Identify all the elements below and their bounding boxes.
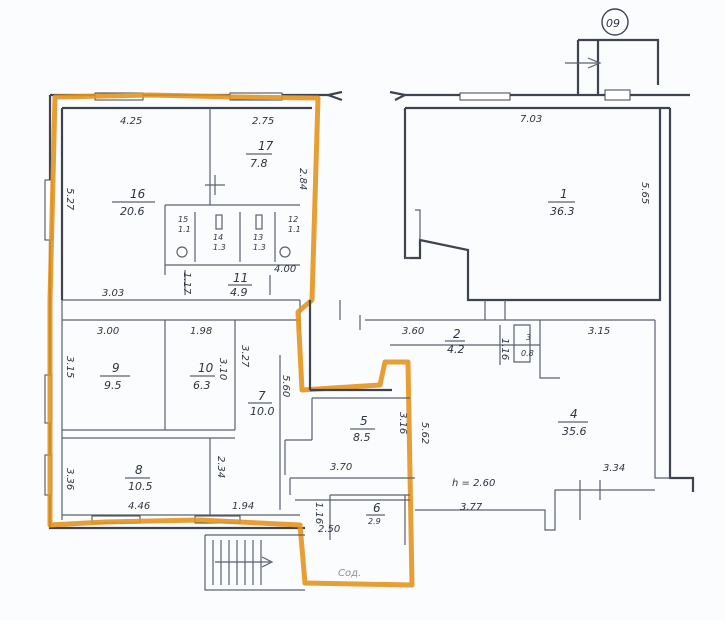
- svg-text:9.5: 9.5: [104, 379, 122, 392]
- dim-3-77: 3.77: [460, 502, 483, 513]
- svg-text:1: 1: [560, 187, 568, 201]
- room-3[interactable]: 3 0.8: [521, 333, 534, 358]
- svg-text:4.2: 4.2: [447, 343, 465, 356]
- svg-text:2.9: 2.9: [368, 517, 381, 526]
- room-10[interactable]: 10 6.3: [190, 361, 215, 392]
- svg-text:15: 15: [178, 215, 188, 224]
- dim-3-60: 3.60: [402, 326, 424, 337]
- stamp-text: Сод.: [338, 568, 361, 579]
- svg-text:1.3: 1.3: [213, 243, 226, 252]
- dim-3-00: 3.00: [97, 326, 119, 337]
- svg-text:1.3: 1.3: [253, 243, 266, 252]
- svg-text:6.3: 6.3: [193, 379, 211, 392]
- svg-text:1.1: 1.1: [178, 225, 191, 234]
- dim-1-98: 1.98: [190, 326, 212, 337]
- dim-3-10: 3.10: [217, 358, 228, 380]
- svg-text:1.1: 1.1: [288, 225, 301, 234]
- dim-5-60: 5.60: [280, 375, 291, 397]
- svg-text:4.9: 4.9: [230, 286, 248, 299]
- dim-1-17: 1.17: [181, 272, 192, 295]
- svg-text:7.8: 7.8: [250, 157, 268, 170]
- room-5[interactable]: 5 8.5: [350, 414, 375, 444]
- room-4[interactable]: 4 35.6: [558, 407, 588, 438]
- room-15[interactable]: 15 1.1: [178, 215, 191, 234]
- dim-3-34: 3.34: [603, 463, 625, 474]
- room-9[interactable]: 9 9.5: [100, 361, 130, 392]
- room-8[interactable]: 8 10.5: [125, 463, 153, 493]
- svg-text:10.5: 10.5: [128, 480, 153, 493]
- highlight-outline: [47, 92, 415, 588]
- svg-text:7: 7: [258, 389, 266, 403]
- dim-5-65: 5.65: [639, 182, 650, 204]
- sheet-number-marker: 09: [601, 8, 629, 36]
- room-17[interactable]: 17 7.8: [246, 139, 274, 170]
- svg-text:9: 9: [112, 361, 120, 375]
- room-2[interactable]: 2 4.2: [445, 327, 465, 356]
- dim-3-36: 3.36: [64, 468, 75, 490]
- svg-text:14: 14: [213, 233, 223, 242]
- svg-text:10: 10: [198, 361, 214, 375]
- svg-text:4: 4: [570, 407, 578, 421]
- svg-text:3: 3: [526, 333, 531, 342]
- dim-7-03: 7.03: [520, 114, 542, 125]
- svg-text:8: 8: [135, 463, 143, 477]
- dim-5-27: 5.27: [64, 188, 75, 211]
- svg-text:0.8: 0.8: [521, 349, 534, 358]
- dim-2-84: 2.84: [297, 168, 308, 190]
- dim-3-16: 3.16: [397, 412, 408, 434]
- svg-text:11: 11: [233, 271, 248, 285]
- ceiling-height: h = 2.60: [452, 478, 495, 489]
- svg-text:5: 5: [360, 414, 368, 428]
- room-7[interactable]: 7 10.0: [248, 389, 275, 418]
- svg-text:20.6: 20.6: [120, 205, 145, 218]
- dim-5-62: 5.62: [419, 422, 430, 444]
- right-building-walls: [204, 38, 695, 591]
- room-12[interactable]: 12 1.1: [288, 215, 301, 234]
- room-16[interactable]: 16 20.6: [112, 187, 155, 218]
- dim-2-75: 2.75: [252, 116, 274, 127]
- sheet-number: 09: [606, 17, 620, 30]
- dim-1-16-b: 1.16: [313, 502, 324, 524]
- svg-text:10.0: 10.0: [250, 405, 275, 418]
- svg-text:17: 17: [258, 139, 274, 153]
- svg-text:2: 2: [453, 327, 461, 341]
- dim-3-15: 3.15: [64, 356, 75, 378]
- dim-3-15-b: 3.15: [588, 326, 610, 337]
- room-13[interactable]: 13 1.3: [253, 233, 266, 252]
- dim-3-70: 3.70: [330, 462, 352, 473]
- svg-text:12: 12: [288, 215, 298, 224]
- dimension-labels: 4.25 2.75 2.84 5.27 4.00 1.17 3.03 3.00 …: [64, 114, 650, 535]
- svg-text:36.3: 36.3: [550, 205, 575, 218]
- dim-2-34: 2.34: [215, 456, 226, 478]
- svg-text:8.5: 8.5: [353, 431, 371, 444]
- dim-4-00: 4.00: [274, 264, 296, 275]
- dim-2-50: 2.50: [318, 524, 340, 535]
- dim-1-16-a: 1.16: [499, 338, 510, 360]
- dim-3-03: 3.03: [102, 288, 124, 299]
- svg-text:16: 16: [130, 187, 146, 201]
- svg-text:13: 13: [253, 233, 263, 242]
- svg-text:35.6: 35.6: [562, 425, 587, 438]
- svg-text:6: 6: [373, 501, 381, 515]
- dim-4-46: 4.46: [128, 501, 150, 512]
- dim-4-25: 4.25: [120, 116, 142, 127]
- room-14[interactable]: 14 1.3: [213, 233, 226, 252]
- dim-1-94: 1.94: [232, 501, 254, 512]
- room-6[interactable]: 6 2.9: [366, 501, 385, 526]
- room-11[interactable]: 11 4.9: [228, 271, 252, 299]
- room-1[interactable]: 1 36.3: [548, 187, 575, 218]
- dim-3-27: 3.27: [239, 345, 250, 368]
